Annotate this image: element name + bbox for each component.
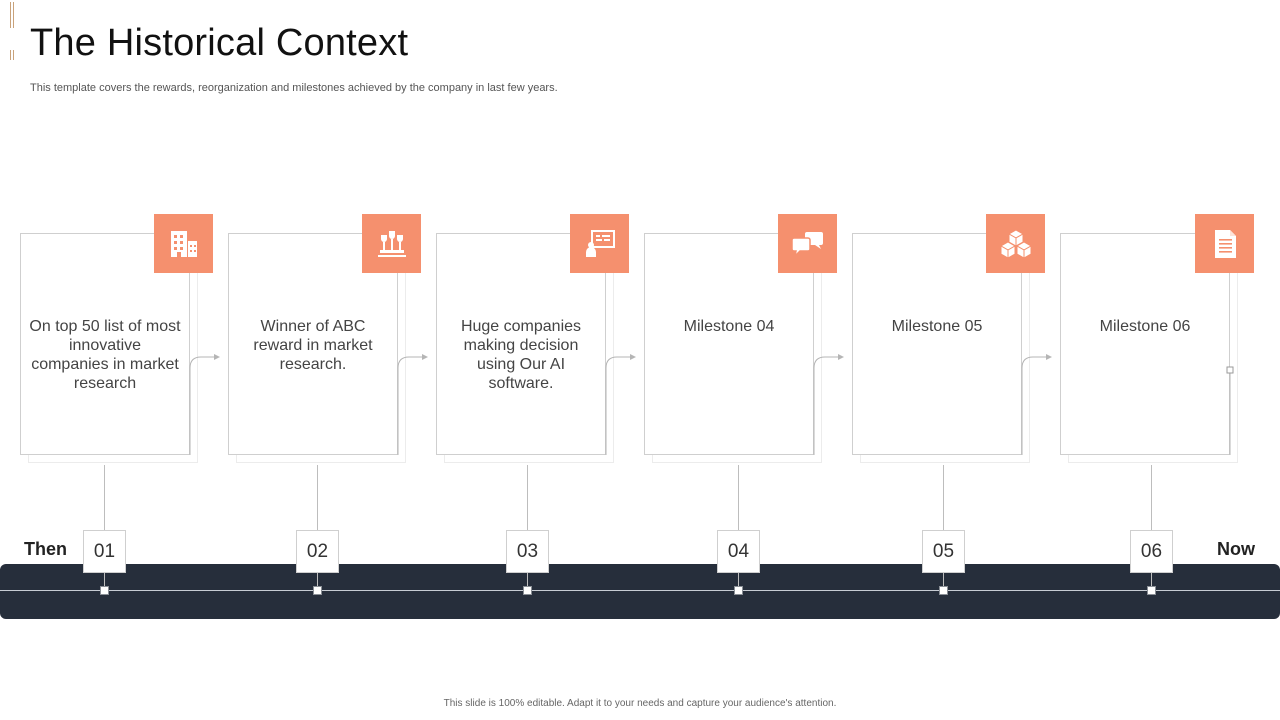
title-accent-lines (10, 2, 16, 62)
step-number-01: 01 (83, 530, 126, 573)
timeline-tick (738, 573, 739, 587)
timeline-marker (313, 586, 322, 595)
milestone-text-04: Milestone 04 (683, 318, 775, 335)
milestone-card-04: Milestone 04 (644, 233, 814, 455)
timeline-tick (527, 573, 528, 587)
milestone-text-06: Milestone 06 (1099, 318, 1191, 335)
timeline-line (0, 590, 1280, 591)
timeline-marker (100, 586, 109, 595)
timeline-tick (317, 573, 318, 587)
footer-note: This slide is 100% editable. Adapt it to… (443, 698, 837, 709)
cubes-icon (999, 228, 1032, 259)
milestone-text-01: On top 50 list of most innovative compan… (29, 318, 181, 392)
timeline-stem (317, 465, 318, 531)
page-title: The Historical Context (30, 22, 409, 64)
presentation-icon (585, 229, 615, 257)
timeline-marker (939, 586, 948, 595)
office-building-icon (170, 230, 197, 257)
cubes-icon-box (986, 214, 1045, 273)
page-subtitle: This template covers the rewards, reorga… (30, 82, 558, 94)
timeline-stem (104, 465, 105, 531)
presentation-icon-box (570, 214, 629, 273)
timeline-tick (104, 573, 105, 587)
timeline-stem (527, 465, 528, 531)
timeline-marker (734, 586, 743, 595)
timeline-marker (523, 586, 532, 595)
timeline-tick (943, 573, 944, 587)
trophies-icon (377, 230, 406, 257)
step-number-03: 03 (506, 530, 549, 573)
timeline-marker (1147, 586, 1156, 595)
office-building-icon-box (154, 214, 213, 273)
chat-bubbles-icon-box (778, 214, 837, 273)
step-number-05: 05 (922, 530, 965, 573)
timeline-stem (1151, 465, 1152, 531)
timeline-stem (943, 465, 944, 531)
document-icon-box (1195, 214, 1254, 273)
timeline-bar (0, 564, 1280, 619)
step-number-06: 06 (1130, 530, 1173, 573)
timeline-end-label: Now (1217, 539, 1255, 559)
timeline-stem (738, 465, 739, 531)
timeline-tick (1151, 573, 1152, 587)
milestone-text-05: Milestone 05 (891, 318, 983, 335)
milestone-text-02: Winner of ABC reward in market research. (253, 318, 373, 373)
trophies-icon-box (362, 214, 421, 273)
milestone-text-03: Huge companies making decision using Our… (460, 318, 582, 392)
chat-bubbles-icon (790, 231, 823, 258)
step-number-04: 04 (717, 530, 760, 573)
step-number-02: 02 (296, 530, 339, 573)
document-icon (1214, 229, 1236, 258)
timeline-start-label: Then (24, 539, 67, 559)
